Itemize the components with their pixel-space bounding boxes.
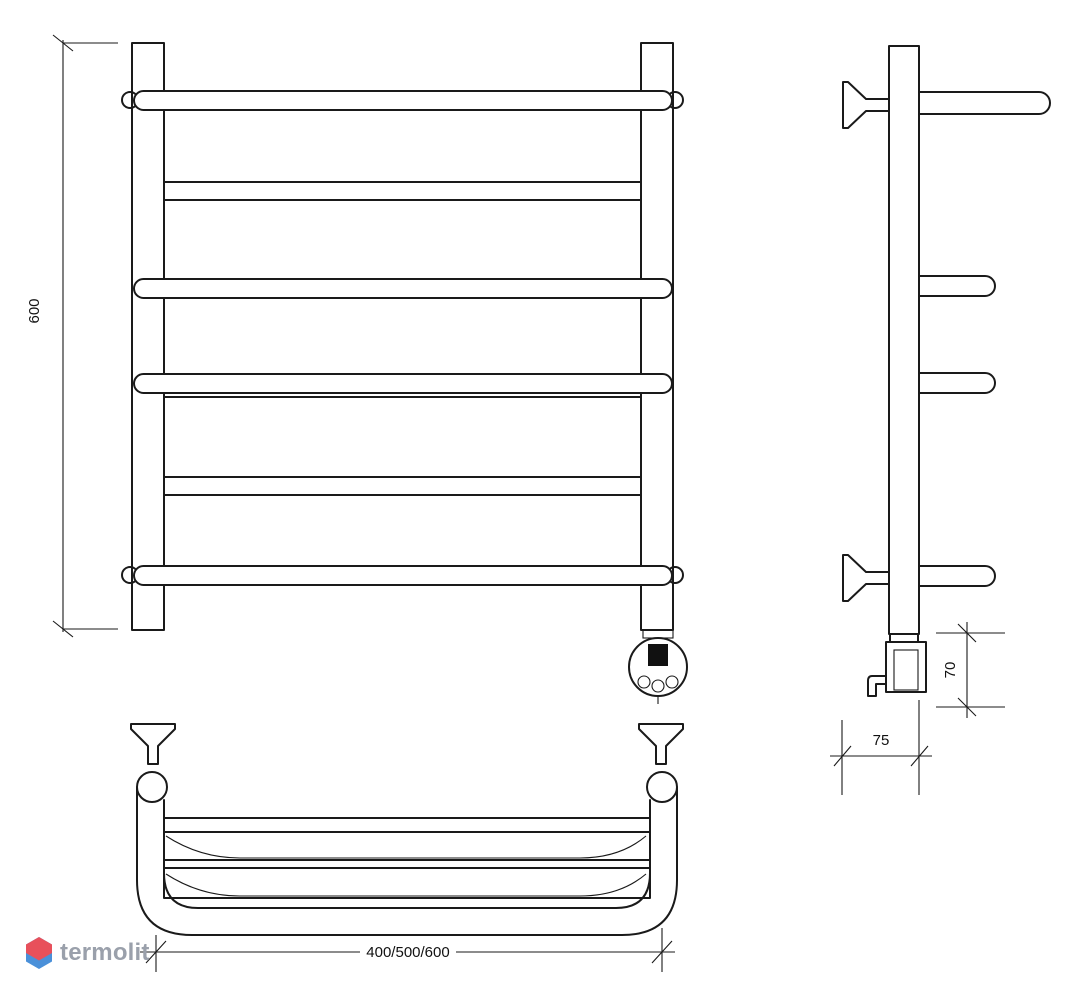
rung-frame-2 — [163, 199, 642, 281]
top-rung-2 — [163, 867, 651, 899]
top-sphere-left — [136, 771, 168, 803]
depth-tick-left — [833, 745, 852, 767]
width-tick-right — [651, 940, 673, 964]
top-rung-1 — [163, 831, 651, 861]
heater-collar — [642, 629, 674, 639]
top-sphere-right — [646, 771, 678, 803]
side-heater-inner — [893, 649, 919, 691]
top-rung-1-curve — [165, 835, 647, 859]
side-wall-mount-top — [842, 81, 890, 129]
side-bar-4 — [918, 565, 996, 587]
side-heater-collar — [889, 633, 919, 643]
top-outer-u — [136, 786, 678, 936]
width-tick-left — [145, 940, 167, 964]
depth-dimension-label: 75 — [873, 732, 890, 749]
rung-frame-1 — [163, 107, 642, 183]
front-view: 600 — [26, 34, 688, 704]
depth-tick-right — [910, 745, 929, 767]
side-bar-3 — [918, 372, 996, 394]
side-heater-plug — [867, 675, 887, 697]
round-bar-2 — [133, 278, 673, 299]
logo-text: termolit — [60, 939, 150, 966]
round-bar-4 — [133, 565, 673, 586]
height-tick-top — [52, 34, 74, 52]
right-upright — [640, 42, 674, 631]
side-view: 75 70 — [830, 45, 1051, 795]
top-inner-u — [163, 799, 651, 909]
box-tick-bottom — [957, 697, 977, 717]
side-upright — [888, 45, 920, 635]
termolit-logo: termolit — [24, 936, 150, 970]
top-wall-flange-right — [638, 723, 684, 765]
box-height-dimension-label: 70 — [942, 662, 959, 679]
height-dimension-label: 600 — [26, 298, 43, 323]
logo-hexagon-icon — [26, 937, 52, 969]
round-bar-1 — [133, 90, 673, 111]
top-rung-2-curve — [165, 873, 647, 897]
thermostat-display — [648, 644, 668, 666]
top-wall-flange-left — [130, 723, 176, 765]
side-heater-box — [885, 641, 927, 693]
left-upright — [131, 42, 165, 631]
rung-frame-4 — [163, 494, 642, 568]
side-bar-top — [918, 91, 1051, 115]
width-label-bg — [360, 942, 456, 960]
thermostat-button-right — [665, 675, 679, 689]
thermostat-button-left — [637, 675, 651, 689]
thermostat-button-middle — [651, 679, 665, 693]
round-bar-3 — [133, 373, 673, 394]
width-dimension-label: 400/500/600 — [366, 944, 449, 961]
rung-frame-3 — [163, 396, 642, 478]
top-view: 400/500/600 — [130, 723, 684, 972]
box-tick-top — [957, 623, 977, 643]
side-wall-mount-bottom — [842, 554, 890, 602]
side-bar-2 — [918, 275, 996, 297]
height-tick-bottom — [52, 620, 74, 638]
